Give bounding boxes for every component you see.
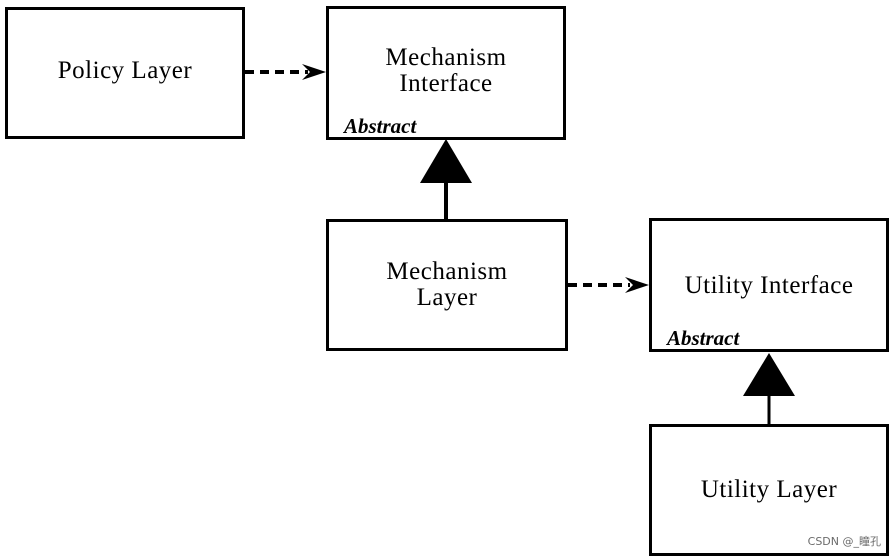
mechanism-layer-box: Mechanism Layer (326, 219, 568, 351)
utility-interface-label: Utility Interface (684, 272, 854, 299)
mechanism-interface-label-line1: Mechanism (385, 44, 507, 71)
edge-policy-to-mechanism-interface (245, 64, 326, 80)
policy-layer-label: Policy Layer (57, 57, 193, 84)
edge-utility-layer-to-utility-interface (743, 353, 795, 425)
utility-layer-box: Utility Layer (649, 424, 889, 556)
edge-mechanism-layer-to-utility-interface (568, 277, 649, 293)
utility-interface-stereotype: Abstract (667, 326, 740, 350)
mechanism-layer-label-line2: Layer (416, 284, 478, 311)
policy-layer-box: Policy Layer (5, 7, 245, 139)
mechanism-interface-label-line2: Interface (399, 70, 493, 97)
watermark: CSDN @_瞳孔 (807, 535, 881, 548)
edge-mechanism-layer-to-mechanism-interface (420, 139, 472, 219)
utility-interface-box: Utility Interface Abstract (649, 218, 889, 352)
utility-layer-label: Utility Layer (700, 476, 838, 503)
mechanism-interface-box: Mechanism Interface Abstract (326, 6, 566, 140)
mechanism-interface-stereotype: Abstract (344, 114, 417, 138)
mechanism-layer-label-line1: Mechanism (386, 258, 508, 285)
